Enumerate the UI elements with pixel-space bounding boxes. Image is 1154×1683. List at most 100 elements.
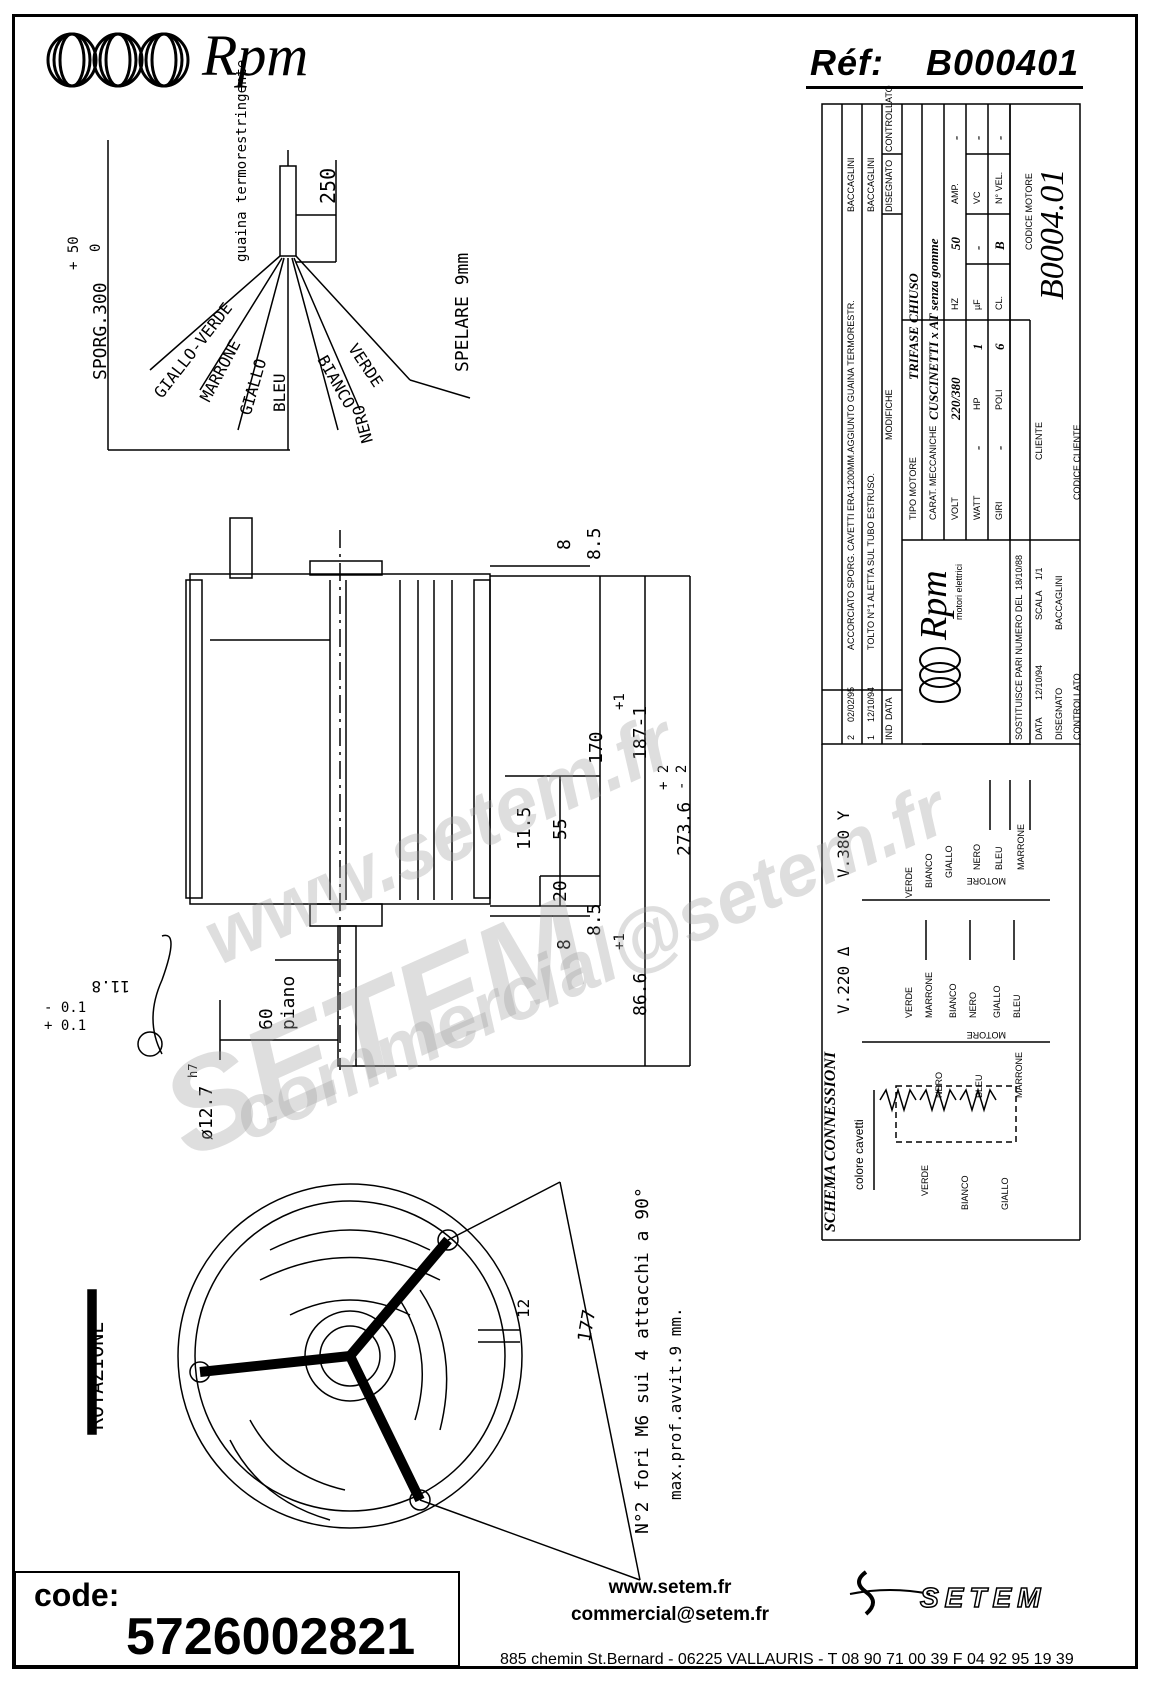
rev-2-ind: 2 (846, 734, 856, 740)
hz-value: 50 (948, 237, 963, 250)
schema-cable-colors: colore cavetti (852, 1119, 866, 1190)
rev-ind-header: IND (884, 724, 894, 741)
dim-86-6: 86.6 (630, 972, 651, 1016)
amp-value: - (948, 135, 963, 140)
giri-value: - (992, 445, 1007, 450)
hz-label: HZ (950, 298, 960, 310)
schema-motore-380: MOTORE (966, 876, 1006, 886)
dim-8-top: 8 (554, 539, 575, 550)
volt-label: VOLT (950, 497, 960, 520)
ref-value: B000401 (926, 42, 1080, 83)
rotation-label: ROTAZIONE (84, 1321, 108, 1430)
dim-273-tol-minus: - 2 (674, 764, 690, 790)
client-label: CLIENTE (1034, 421, 1044, 460)
dim-shaft-tolerance-class: h7 (186, 1063, 200, 1078)
coil-top-nero: NERO (934, 1071, 944, 1098)
dim-shaft-diameter: ø12.7 (196, 1085, 217, 1140)
piano-label: piano (278, 975, 299, 1030)
title-block-brand: Rpm (913, 570, 955, 640)
sheath-label: guaina termorestringente (234, 59, 250, 262)
coil-bot-verde: VERDE (920, 1164, 930, 1196)
rev-1-sign: BACCAGLINI (866, 157, 876, 212)
w220-bleu: BLEU (1012, 994, 1022, 1018)
ref-label: Réf: (810, 42, 884, 83)
schema-v220: V.220 Δ (834, 946, 853, 1014)
dim-55: 55 (550, 818, 571, 840)
dim-60: 60 (256, 1008, 277, 1030)
dim-8-5-bottom: 8.5 (584, 903, 605, 936)
poli-label: POLI (994, 389, 1004, 410)
amp-label: AMP. (950, 183, 960, 204)
dim-11-8-tol-minus: - 0.1 (44, 1000, 87, 1016)
setem-logo: SETEM (919, 1581, 1047, 1614)
dim-8-bottom: 8 (554, 939, 575, 950)
drawn-label: DISEGNATO (1054, 687, 1064, 740)
dim-11-5: 11.5 (514, 806, 535, 850)
code-value: 5726002821 (126, 1608, 416, 1666)
holes-note: N°2 fori M6 sui 4 attacchi a 90° (632, 1187, 653, 1534)
dim-187: 187-1 (630, 705, 651, 760)
dim-11-8-tol-plus: + 0.1 (44, 1018, 87, 1034)
footer-address: 885 chemin St.Bernard - 06225 VALLAURIS … (500, 1651, 1074, 1668)
motor-code: B0004.01 (1034, 168, 1071, 300)
brand-name: Rpm (202, 23, 309, 88)
drawing-frame (12, 14, 1138, 1669)
footer-web[interactable]: www.setem.fr (608, 1577, 732, 1598)
reference-number: Réf: B000401 (806, 42, 1084, 89)
rev-1-date: 12/10/94 (866, 686, 876, 722)
dim-273: 273.6 (674, 801, 695, 856)
dim-170: 170 (586, 731, 607, 764)
schema-v380: V.380 Y (834, 810, 853, 878)
rev-checked-header: CONTROLLATO (884, 85, 894, 152)
checked-label: CONTROLLATO (1072, 673, 1082, 740)
uf-value: - (970, 245, 985, 250)
rev-drawn-header: DISEGNATO (884, 159, 894, 212)
dim-273-tol-plus: + 2 (656, 764, 672, 790)
rev-date-header: DATA (884, 697, 894, 720)
w220-bianco: BIANCO (948, 983, 958, 1018)
coil-bot-bianco: BIANCO (960, 1175, 970, 1210)
replaces-label: SOSTITUISCE PARI NUMERO DEL (1014, 594, 1024, 740)
strip-length-label: SPELARE 9mm (452, 252, 473, 372)
w380-marrone: MARRONE (1016, 823, 1026, 870)
rev-1-text: TOLTO N°1 ALETTA SUL TUBO ESTRUSO. (866, 473, 876, 650)
dim-86-6-tol: +1 (612, 933, 628, 950)
w220-giallo: GIALLO (992, 985, 1002, 1018)
poli-value: 6 (992, 343, 1007, 351)
code-label: code: (34, 1577, 120, 1613)
giri-label: GIRI (994, 501, 1004, 520)
rpm-logo-icon (44, 30, 194, 90)
coil-top-bleu: BLEU (974, 1074, 984, 1098)
w220-marrone: MARRONE (924, 971, 934, 1018)
protrusion-dim: SPORG.300 (90, 282, 111, 380)
mech-value: CUSCINETTI x AT senza gomme (926, 238, 941, 420)
protrusion-tol-plus: + 50 (66, 236, 82, 270)
date-value: 12/10/94 (1034, 664, 1044, 700)
cl-value: B (992, 241, 1007, 250)
vc-value: - (970, 135, 985, 140)
hp-value: 1 (970, 343, 985, 351)
w220-verde: VERDE (904, 986, 914, 1018)
client-code-label: CODICE CLIENTE (1072, 424, 1082, 500)
nvel-value: - (992, 135, 1007, 140)
drawn-value: BACCAGLINI (1054, 575, 1064, 630)
hp-label: HP (972, 397, 982, 410)
volt-value: 220/380 (948, 377, 963, 420)
replaces-date: 18/10/88 (1014, 554, 1024, 590)
w220-nero: NERO (968, 991, 978, 1018)
rev-2-sign: BACCAGLINI (846, 157, 856, 212)
rev-2-text: ACCORCIATO SPORG. CAVETTI ERA:1200MM.AGG… (846, 300, 856, 650)
watt-label: WATT (972, 495, 982, 521)
coil-bot-giallo: GIALLO (1000, 1177, 1010, 1210)
dim-12: 12 (514, 1298, 533, 1318)
cl-label: CL. (994, 295, 1004, 310)
vc-label: VC (972, 191, 982, 204)
uf-label: µF (972, 299, 982, 310)
holes-depth-note: max.prof.avvit.9 mm. (666, 1307, 685, 1500)
sheath-length-dim: 250 (316, 167, 340, 204)
motor-code-label: CODICE MOTORE (1024, 173, 1034, 250)
footer-email[interactable]: commercial@setem.fr (570, 1604, 770, 1625)
schema-title: SCHEMA CONNESSIONI (822, 1051, 839, 1232)
w380-bianco: BIANCO (924, 853, 934, 888)
